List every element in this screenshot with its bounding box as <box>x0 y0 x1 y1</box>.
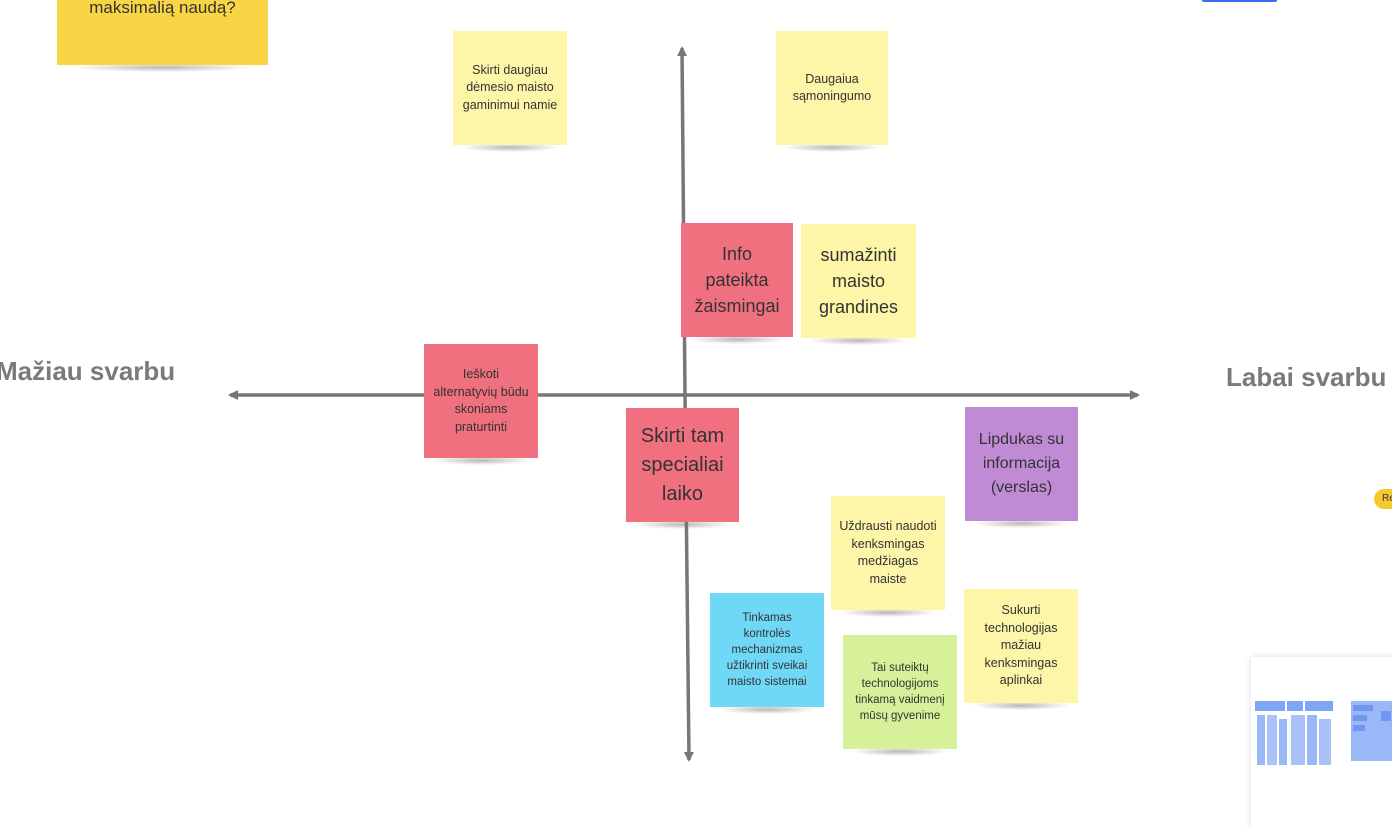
sticky-note[interactable]: Skirti daugiau dėmesio maisto gaminimui … <box>453 31 567 152</box>
sticky-note-text: Ieškoti alternatyvių būdu skoniams pratu… <box>433 367 529 434</box>
sticky-note[interactable]: Sukurti technologijas mažiau kenksmingas… <box>964 589 1078 710</box>
sticky-note-text: Info pateikta žaismingai <box>694 243 780 317</box>
collaborator-badge-text: Re <box>1382 493 1392 504</box>
sticky-note[interactable]: Daugaiua sąmoningumo <box>776 31 888 152</box>
sticky-note-text: Skirti tam specialiai laiko <box>640 424 725 505</box>
question-note-text: maksimalią naudą? <box>89 0 236 17</box>
sticky-note-text: Tinkamas kontrolės mechanizmas užtikrint… <box>726 611 808 689</box>
toolbar-button-fragment[interactable] <box>1202 0 1277 2</box>
sticky-note-text: Uždrausti naudoti kenksmingas medžiagas … <box>839 519 937 586</box>
sticky-note-text: Lipdukas su informacija (verslas) <box>978 431 1065 496</box>
collaborator-badge[interactable]: Re <box>1374 489 1392 509</box>
minimap-thumbnail <box>1255 701 1335 767</box>
sticky-note-text: Daugaiua sąmoningumo <box>792 71 872 104</box>
sticky-note[interactable]: Skirti tam specialiai laiko <box>626 408 739 529</box>
sticky-note-text: Tai suteiktų technologijoms tinkamą vaid… <box>855 661 945 723</box>
axis-label-less-important: Mažiau svarbu <box>0 356 176 386</box>
sticky-note[interactable]: Tai suteiktų technologijoms tinkamą vaid… <box>843 635 957 756</box>
sticky-note[interactable]: sumažinti maisto grandines <box>801 224 916 345</box>
minimap-viewport[interactable] <box>1351 701 1392 761</box>
sticky-note-text: sumažinti maisto grandines <box>818 244 899 318</box>
vertical-axis-top <box>677 46 688 396</box>
sticky-note[interactable]: Ieškoti alternatyvių būdu skoniams pratu… <box>424 344 538 465</box>
sticky-note[interactable]: Info pateikta žaismingai <box>681 223 793 344</box>
sticky-note-text: Sukurti technologijas mažiau kenksmingas… <box>984 603 1058 688</box>
minimap-panel[interactable] <box>1251 657 1392 827</box>
question-note[interactable]: maksimalią naudą? <box>57 0 268 72</box>
sticky-note[interactable]: Tinkamas kontrolės mechanizmas užtikrint… <box>710 593 824 714</box>
sticky-note[interactable]: Uždrausti naudoti kenksmingas medžiagas … <box>831 496 945 617</box>
axis-label-very-important: Labai svarbu <box>1226 362 1387 392</box>
sticky-note-text: Skirti daugiau dėmesio maisto gaminimui … <box>462 62 558 112</box>
sticky-note[interactable]: Lipdukas su informacija (verslas) <box>965 407 1078 528</box>
